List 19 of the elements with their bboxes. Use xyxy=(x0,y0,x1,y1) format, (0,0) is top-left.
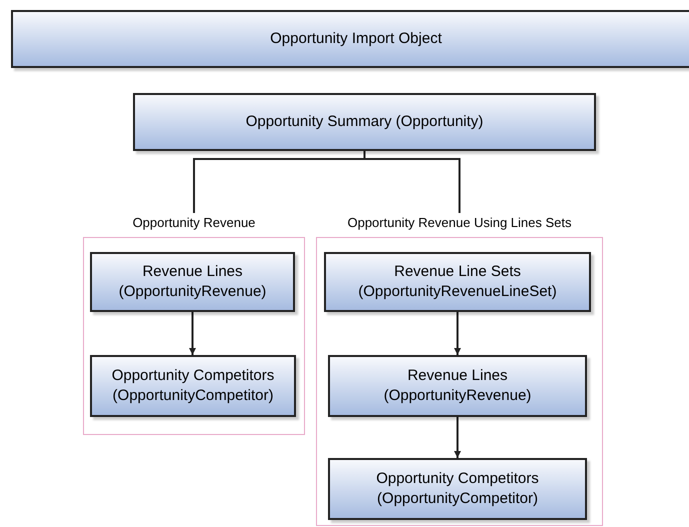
box-label: Opportunity Competitors (OpportunityCompetitor) xyxy=(375,469,540,509)
group-heading: Opportunity Revenue Using Lines Sets xyxy=(346,214,572,232)
process-box xyxy=(324,252,591,312)
group-heading: Opportunity Revenue xyxy=(132,214,256,232)
arrow xyxy=(189,312,196,355)
box-label: Revenue Line Sets (OpportunityRevenueLineSet) xyxy=(357,262,558,302)
process-box xyxy=(90,252,295,312)
arrow xyxy=(454,417,461,458)
arrow xyxy=(454,312,461,355)
process-box xyxy=(328,355,587,417)
process-box xyxy=(90,355,296,417)
box-label: Revenue Lines (OpportunityRevenue) xyxy=(118,262,268,302)
process-box xyxy=(133,93,596,151)
box-label: Opportunity Summary (Opportunity) xyxy=(246,112,484,132)
box-label: Revenue Lines (OpportunityRevenue) xyxy=(382,366,532,406)
box-label: Opportunity Competitors (OpportunityCompetitor) xyxy=(110,366,276,406)
box-label: Opportunity Import Object xyxy=(270,29,442,49)
process-box xyxy=(328,458,587,520)
process-box xyxy=(11,10,689,68)
